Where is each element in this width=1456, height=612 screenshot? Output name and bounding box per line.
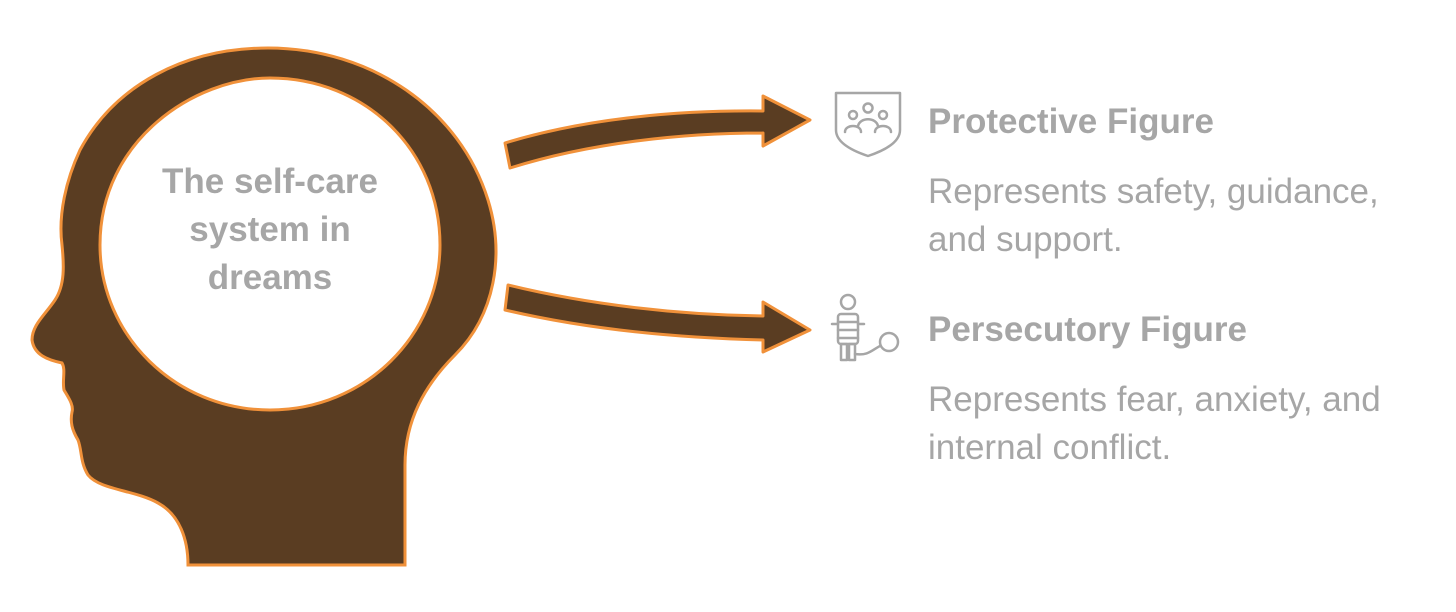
description-line: internal conflict. xyxy=(928,424,1428,472)
center-label-line: dreams xyxy=(130,254,410,302)
shield-people-icon xyxy=(836,93,900,156)
figure-chain-icon xyxy=(832,295,898,360)
head-silhouette xyxy=(32,48,496,565)
persecutory-figure-title: Persecutory Figure xyxy=(928,310,1247,350)
center-label: The self-care system in dreams xyxy=(130,158,410,302)
protective-figure-title: Protective Figure xyxy=(928,102,1214,142)
arrow-persecutory xyxy=(505,285,810,352)
description-line: and support. xyxy=(928,216,1428,264)
description-line: Represents fear, anxiety, and xyxy=(928,376,1428,424)
description-line: Represents safety, guidance, xyxy=(928,168,1428,216)
persecutory-figure-description: Represents fear, anxiety, and internal c… xyxy=(928,376,1428,472)
protective-figure-description: Represents safety, guidance, and support… xyxy=(928,168,1428,264)
center-label-line: system in xyxy=(130,206,410,254)
arrow-protective xyxy=(505,96,810,168)
center-label-line: The self-care xyxy=(130,158,410,206)
